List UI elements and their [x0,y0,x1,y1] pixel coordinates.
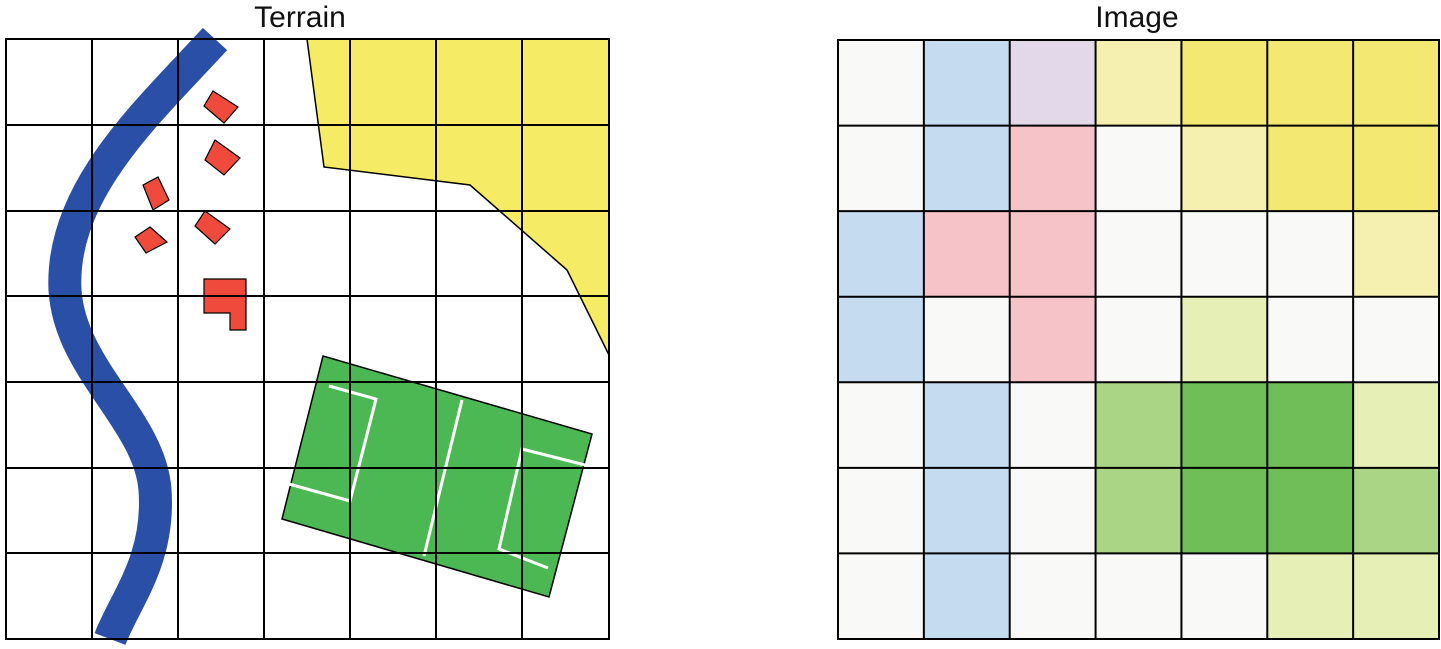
river [48,27,228,646]
houses [134,90,247,331]
image-cell [1095,211,1182,297]
image-cell [1353,40,1439,126]
image-cell [838,382,924,468]
terrain-title: Terrain [254,1,346,34]
image-cell [1009,125,1096,212]
image-border [837,39,1440,640]
image-cell [923,553,1010,639]
image-cell [1009,467,1096,554]
terrain-border [5,38,610,640]
image-cell [923,296,1010,383]
image-cell [1267,40,1354,126]
image-cell [1353,296,1439,383]
image-cell [1009,211,1096,297]
image-cell [1353,553,1439,639]
image-cell [1353,382,1439,468]
image-grid [837,39,1440,640]
image-cell [923,40,1010,126]
image-cell [838,467,924,554]
pitch-halfway-line [422,399,464,557]
terrain-grid [5,38,610,640]
image-cell [1267,467,1354,554]
image-cell [1181,553,1268,639]
image-cells [838,40,1439,639]
image-cell [838,553,924,639]
image-cell [1267,125,1354,212]
image-cell [1009,553,1096,639]
image-cell [1267,296,1354,383]
image-title: Image [1095,1,1179,34]
image-cell [1009,296,1096,383]
image-cell [1095,296,1182,383]
image-cell [1095,125,1182,212]
image-cell [1267,211,1354,297]
house [203,90,239,124]
house [134,226,169,254]
image-cell [1095,382,1182,468]
image-cell [1181,40,1268,126]
terrain-panel [5,27,610,646]
image-cell [1353,125,1439,212]
image-cell [1181,382,1268,468]
house [203,278,247,331]
image-cell [923,125,1010,212]
image-cell [1095,467,1182,554]
image-cell [838,40,924,126]
image-panel [837,39,1440,640]
image-cell [1009,40,1096,126]
image-cell [838,211,924,297]
house [142,176,170,211]
image-cell [923,467,1010,554]
image-cell [838,125,924,212]
image-cell [1267,553,1354,639]
image-cell [923,211,1010,297]
pitch-lines [288,384,586,570]
house [204,139,241,176]
image-cell [1181,125,1268,212]
image-cell [1181,211,1268,297]
image-cell [1181,467,1268,554]
image-cell [1353,211,1439,297]
image-cell [838,296,924,383]
pitch-penalty-box-right [497,447,586,570]
image-cell [1095,40,1182,126]
image-cell [923,382,1010,468]
pitch-penalty-box-left [288,384,378,503]
house [194,210,231,245]
image-cell [1353,467,1439,554]
image-cell [1267,382,1354,468]
image-cell [1009,382,1096,468]
image-cell [1095,553,1182,639]
image-cell [1181,296,1268,383]
